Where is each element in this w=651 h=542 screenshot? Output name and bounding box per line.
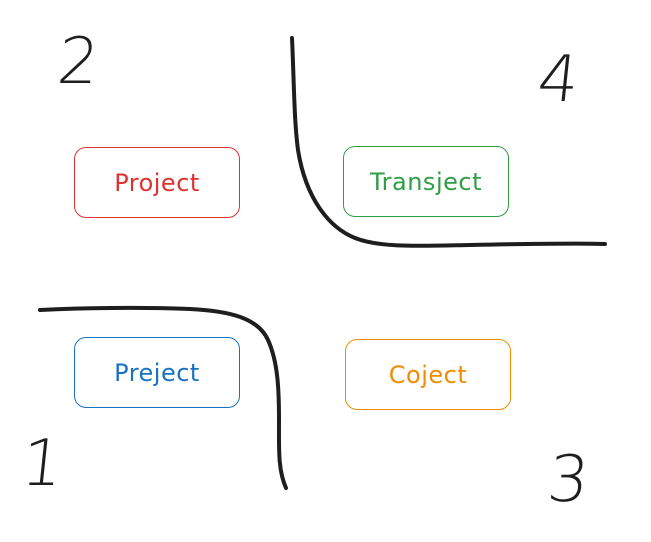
top-right-corner-line [290, 36, 607, 248]
coject-box[interactable]: Coject [345, 339, 511, 410]
quadrant-number-bottom-left: 1 [18, 427, 67, 501]
quadrant-number-top-right: 4 [534, 43, 583, 117]
preject-box[interactable]: Preject [74, 337, 240, 408]
quadrant-number-top-left: 2 [54, 25, 103, 99]
preject-label: Preject [114, 358, 200, 387]
project-box[interactable]: Project [74, 147, 240, 218]
project-label: Project [114, 168, 200, 197]
quadrant-number-bottom-right: 3 [544, 443, 593, 517]
transject-box[interactable]: Transject [343, 146, 509, 217]
bottom-left-corner-line [38, 305, 288, 490]
coject-label: Coject [388, 360, 468, 389]
transject-label: Transject [370, 167, 482, 196]
